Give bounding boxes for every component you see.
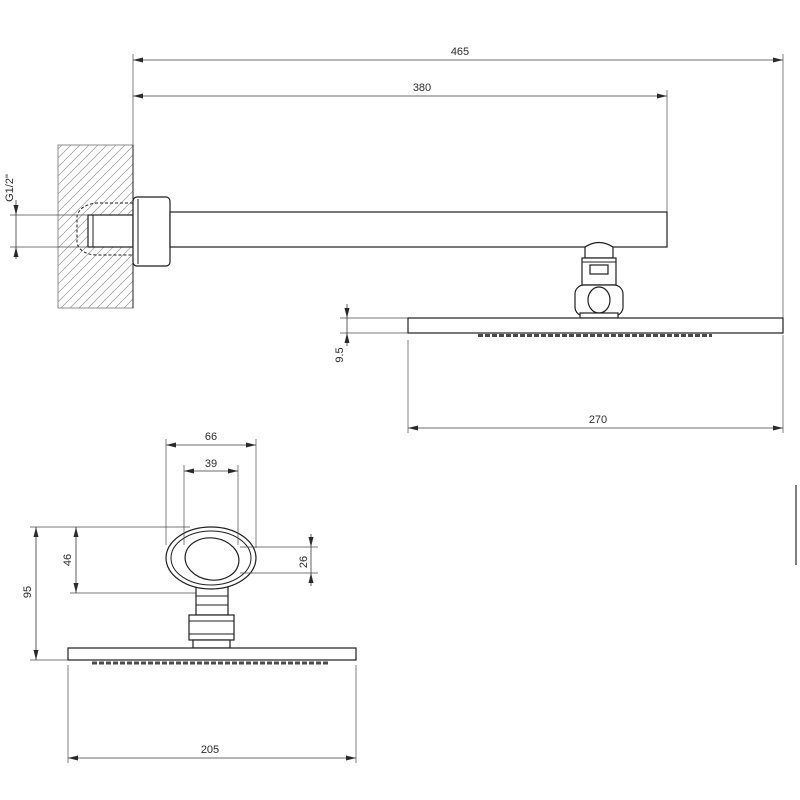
arrowhead: [344, 308, 350, 318]
arrowhead: [68, 755, 78, 761]
dimension-label: 26: [298, 556, 310, 568]
arrowhead: [33, 527, 39, 537]
dimension-head-width-side: 270: [407, 335, 784, 433]
arrowhead: [73, 527, 79, 537]
arrowhead: [308, 573, 314, 583]
wall-hatch-line: [57, 144, 108, 195]
swivel-ball: [587, 286, 611, 314]
swivel-ball-front: [184, 537, 240, 581]
arrowhead: [346, 755, 356, 761]
dimension-label: 465: [451, 46, 469, 58]
dimension-arm-length: 380: [133, 82, 668, 212]
arrowhead: [133, 93, 143, 99]
arrowhead: [228, 468, 238, 474]
wall-hatch-line: [57, 144, 72, 159]
wall-hatch-line: [114, 289, 134, 309]
shower-head-front: [67, 647, 357, 661]
dimension-label: G1/2": [4, 174, 16, 202]
dimension-overall-length: 465: [132, 46, 784, 318]
wall-hatch-line: [57, 163, 134, 240]
wall-hatch-line: [78, 253, 134, 309]
dimension-ring-inner-width: 39: [183, 458, 239, 545]
wall-hatch-line: [96, 271, 134, 309]
arrowhead: [344, 333, 350, 343]
stem-nut: [188, 614, 235, 641]
dimension-ring-inner-height: 26: [240, 534, 318, 586]
arrowhead: [166, 442, 176, 448]
wall-hatch-line: [57, 144, 63, 150]
wall-hatch-line: [57, 145, 134, 222]
dimension-total-height: 95: [22, 527, 68, 661]
wall-hatch-line: [69, 244, 134, 309]
arrowhead: [246, 442, 256, 448]
arrowhead: [13, 247, 19, 257]
dimension-label: 95: [22, 586, 34, 598]
swivel-top-cap: [584, 241, 614, 259]
arrowhead: [773, 57, 783, 63]
swivel-base: [579, 312, 619, 319]
dimension-ring-outer-width: 66: [165, 431, 257, 548]
threaded-fitting: [87, 214, 134, 248]
wall-hatch-line: [105, 280, 134, 309]
dimension-head-width-front: 205: [67, 665, 357, 763]
swivel-joint-side: [574, 241, 624, 319]
wall-hatch-line: [57, 144, 99, 186]
wall-cutout-outline: [76, 202, 133, 256]
wall-hatch-line: [57, 144, 81, 168]
dimension-label: 39: [205, 458, 217, 470]
arrowhead: [184, 468, 194, 474]
wall-hatch-line: [57, 144, 90, 177]
swivel-collar-window: [589, 264, 609, 275]
side-view: 465 380 G1/2" 9.5: [4, 46, 784, 433]
stem-base: [192, 639, 231, 649]
dimension-label: 205: [201, 744, 219, 756]
wall-hatch-line: [57, 144, 117, 204]
shower-head-side: [407, 317, 784, 334]
dimension-label: 270: [589, 414, 607, 426]
swivel-ring-inner-edge: [170, 530, 252, 586]
dimension-label: 9.5: [334, 347, 346, 362]
wall-flange: [132, 196, 171, 267]
dimension-ring-height: 46: [30, 526, 196, 594]
shower-arm: [169, 211, 668, 248]
dimension-head-thickness: 9.5: [334, 304, 408, 363]
stem-connector: [195, 585, 229, 616]
wall-hatch-line: [87, 262, 134, 309]
wall-hatch-line: [57, 172, 134, 249]
arrowhead: [408, 425, 418, 431]
wall-hatch-line: [60, 235, 134, 309]
arrowhead: [133, 57, 143, 63]
dimension-label: 66: [205, 431, 217, 443]
arrowhead: [657, 93, 667, 99]
arrowhead: [33, 650, 39, 660]
wall-hatch-line: [123, 298, 134, 309]
dimension-label: 380: [413, 82, 431, 94]
arrowhead: [73, 583, 79, 593]
arrowhead: [13, 205, 19, 215]
dimension-thread-size: G1/2": [4, 174, 88, 259]
wall-hatch-line: [57, 144, 126, 213]
arrowhead: [308, 537, 314, 547]
wall-hatch-line: [57, 154, 134, 231]
dimension-label: 46: [62, 554, 74, 566]
front-view: 66 39 46 95: [22, 431, 357, 763]
arrowhead: [773, 425, 783, 431]
